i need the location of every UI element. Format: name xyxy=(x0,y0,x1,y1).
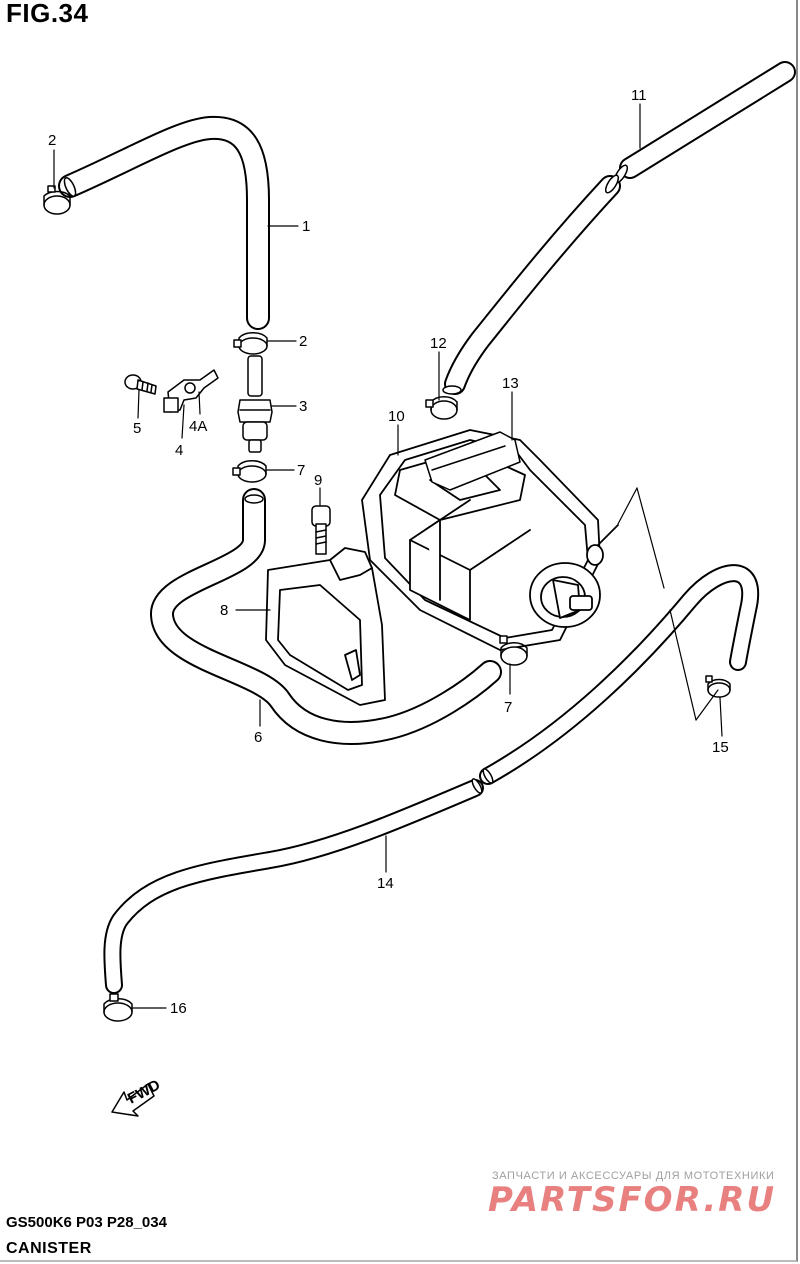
callout-8: 8 xyxy=(220,602,228,619)
callout-9: 9 xyxy=(314,472,322,489)
bracket-4 xyxy=(163,369,219,413)
callout-4a: 4A xyxy=(189,418,207,435)
callout-6: 6 xyxy=(254,729,262,746)
hose-6 xyxy=(150,488,502,745)
clamp-2-top xyxy=(43,185,71,215)
screw-9 xyxy=(311,505,331,555)
clamp-2-mid xyxy=(233,332,268,355)
callout-4: 4 xyxy=(175,442,183,459)
leader-lines xyxy=(53,103,723,1009)
callout-1: 1 xyxy=(302,218,310,235)
clamp-7-canister xyxy=(499,635,528,666)
watermark-text: ЗАПЧАСТИ И АКСЕССУАРЫ ДЛЯ МОТОТЕХНИКИ xyxy=(492,1170,775,1182)
clamp-7-mid xyxy=(232,460,267,483)
fwd-arrow xyxy=(111,1083,155,1117)
watermark-logo: PARTSFOR.RU xyxy=(488,1180,777,1220)
strap-13 xyxy=(424,431,521,491)
reference-lines xyxy=(617,487,719,721)
bolt-5 xyxy=(124,374,157,395)
clamp-12 xyxy=(425,396,458,420)
section-name: CANISTER xyxy=(6,1240,92,1257)
model-code: GS500K6 P03 P28_034 xyxy=(6,1214,167,1231)
valve-3 xyxy=(237,355,273,453)
callout-15: 15 xyxy=(712,739,729,756)
callout-2-mid: 2 xyxy=(299,333,307,350)
hose-14 xyxy=(103,564,759,994)
clamp-15 xyxy=(705,675,731,698)
callout-10: 10 xyxy=(388,408,405,425)
hose-1 xyxy=(58,115,270,330)
callout-14: 14 xyxy=(377,875,394,892)
callout-12: 12 xyxy=(430,335,447,352)
callout-13: 13 xyxy=(502,375,519,392)
canister-10 xyxy=(361,429,619,651)
callout-5: 5 xyxy=(133,420,141,437)
callout-7-mid: 7 xyxy=(297,462,305,479)
callout-7-canister: 7 xyxy=(504,699,512,716)
callout-16: 16 xyxy=(170,1000,187,1017)
callout-11: 11 xyxy=(631,87,647,104)
callout-2-top: 2 xyxy=(48,132,56,149)
clamp-16 xyxy=(103,993,133,1022)
hose-11 xyxy=(442,61,796,395)
bracket-8 xyxy=(265,547,386,706)
callout-3: 3 xyxy=(299,398,307,415)
figure-title: FIG.34 xyxy=(6,0,89,28)
